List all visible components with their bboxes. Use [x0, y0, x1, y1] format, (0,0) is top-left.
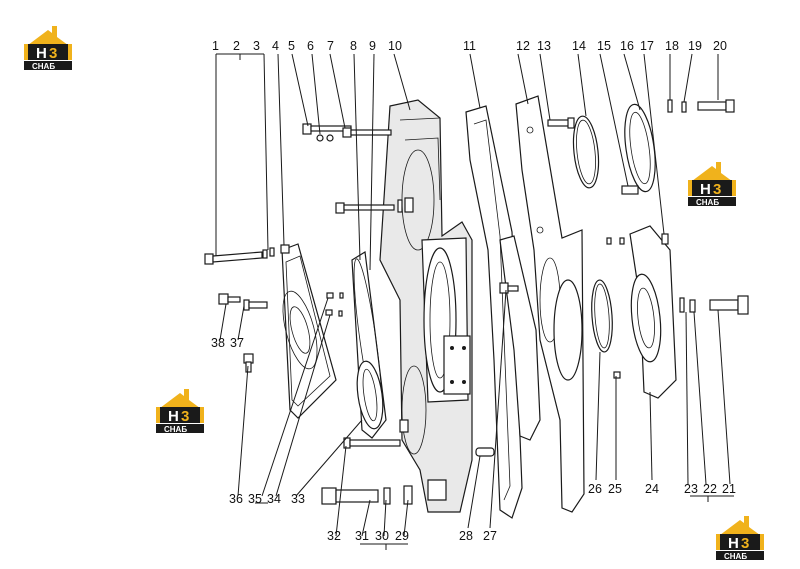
label-13: 13: [537, 39, 551, 53]
front-cover-plate: [280, 243, 337, 419]
bolt-36: [243, 353, 254, 373]
leader-lines: [215, 53, 734, 550]
bolts-upper: [302, 123, 414, 214]
brand-logo: H 3 СНАБ: [688, 162, 736, 207]
label-2: 2: [233, 39, 240, 53]
logo-subtext: СНАБ: [164, 425, 187, 434]
pin-28: [475, 447, 495, 457]
label-37: 37: [230, 336, 244, 350]
label-35: 35: [248, 492, 262, 506]
label-29: 29: [395, 529, 409, 543]
pin-25: [613, 371, 621, 379]
label-34: 34: [267, 492, 281, 506]
label-36: 36: [229, 492, 243, 506]
gasket-11: [465, 105, 523, 519]
label-20: 20: [713, 39, 727, 53]
label-19: 19: [688, 39, 702, 53]
label-14: 14: [572, 39, 586, 53]
brand-logo: H 3 СНАБ: [156, 389, 204, 434]
label-6: 6: [307, 39, 314, 53]
label-22: 22: [703, 482, 717, 496]
logo-3: 3: [181, 408, 189, 425]
logo-3: 3: [49, 45, 57, 62]
label-24: 24: [645, 482, 659, 496]
label-9: 9: [369, 39, 376, 53]
brand-logo: H 3 СНАБ: [24, 26, 72, 71]
small-pins: [325, 292, 344, 317]
logo-h: H: [700, 181, 711, 198]
label-18: 18: [665, 39, 679, 53]
parts-drawing: [204, 95, 749, 519]
pin-17b: [619, 237, 625, 245]
rear-cover-24: [629, 225, 677, 399]
label-25: 25: [608, 482, 622, 496]
label-16: 16: [620, 39, 634, 53]
label-1: 1: [212, 39, 219, 53]
label-32: 32: [327, 529, 341, 543]
label-38: 38: [211, 336, 225, 350]
part-number-labels: 1 2 3 4 5 6 7 8 9 10 11 12 13 14 15 16 1…: [211, 39, 736, 543]
bolt-1: [204, 247, 275, 265]
brand-logo: H 3 СНАБ: [716, 516, 764, 561]
label-12: 12: [516, 39, 530, 53]
label-15: 15: [597, 39, 611, 53]
label-31: 31: [355, 529, 369, 543]
label-3: 3: [253, 39, 260, 53]
housing-body: [379, 99, 473, 513]
label-10: 10: [388, 39, 402, 53]
logo-3: 3: [713, 181, 721, 198]
gasket-27: [499, 235, 541, 441]
bolt-37: [243, 299, 268, 311]
label-23: 23: [684, 482, 698, 496]
logo-h: H: [36, 45, 47, 62]
bolt-21: [679, 295, 749, 315]
label-26: 26: [588, 482, 602, 496]
label-5: 5: [288, 39, 295, 53]
flange-plate-12: [515, 95, 585, 513]
label-27: 27: [483, 529, 497, 543]
logo-subtext: СНАБ: [696, 198, 719, 207]
label-33: 33: [291, 492, 305, 506]
label-7: 7: [327, 39, 334, 53]
logo-3: 3: [741, 535, 749, 552]
label-28: 28: [459, 529, 473, 543]
label-30: 30: [375, 529, 389, 543]
label-21: 21: [722, 482, 736, 496]
label-4: 4: [272, 39, 279, 53]
bolt-33: [343, 437, 401, 449]
label-11: 11: [463, 39, 476, 53]
label-17: 17: [640, 39, 654, 53]
o-ring-14: [572, 115, 600, 189]
logo-h: H: [168, 408, 179, 425]
label-8: 8: [350, 39, 357, 53]
bolt-32: [321, 485, 413, 505]
logo-h: H: [728, 535, 739, 552]
bolt-38: [218, 293, 241, 305]
seal-ring: [356, 360, 384, 430]
bolt-20: [667, 99, 735, 113]
logo-subtext: СНАБ: [724, 552, 747, 561]
logo-subtext: СНАБ: [32, 62, 55, 71]
pin-17a: [606, 237, 612, 245]
o-ring-26: [591, 279, 613, 353]
